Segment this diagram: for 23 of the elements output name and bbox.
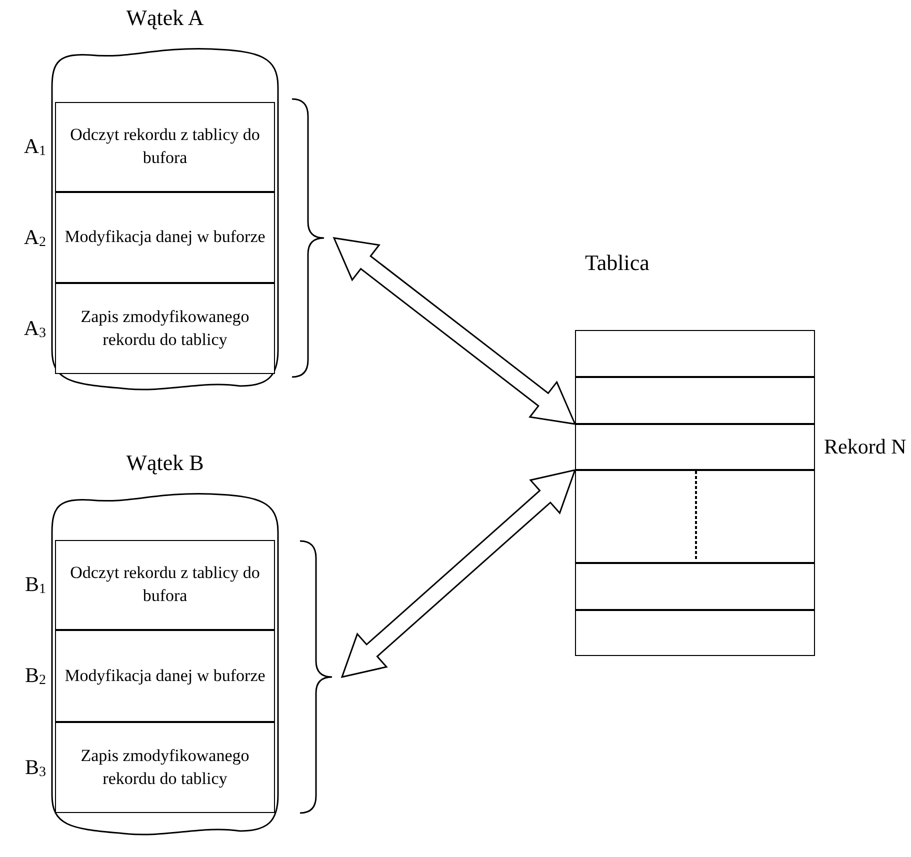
- step-label: A$_{3}$: [24, 316, 46, 342]
- step-label: B$_{2}$: [24, 663, 46, 689]
- step-label: A$_{2}$: [24, 224, 46, 250]
- step-text: Zapis zmodyfikowanego rekordu do tablicy: [80, 306, 250, 351]
- step-text: Modyfikacja danej w buforze: [64, 226, 266, 248]
- heading: Wątek A: [125, 5, 205, 31]
- step-text: Odczyt rekordu z tablicy do bufora: [69, 124, 261, 169]
- heading: Tablica: [585, 250, 650, 276]
- table-row: [575, 610, 815, 656]
- row-label: Rekord N: [824, 434, 906, 460]
- table-row: [575, 377, 815, 424]
- step-label: B$_{1}$: [24, 572, 46, 598]
- step-label: A$_{1}$: [24, 134, 46, 160]
- table-row: [575, 470, 815, 563]
- step-label: B$_{3}$: [24, 754, 46, 780]
- table-row: [575, 330, 815, 377]
- step-text: Modyfikacja danej w buforze: [64, 664, 266, 687]
- step-text: Zapis zmodyfikowanego rekordu do tablicy: [80, 744, 250, 790]
- table-row: [575, 563, 815, 610]
- double-arrow: [332, 237, 576, 425]
- double-arrow: [340, 468, 576, 678]
- step-text: Odczyt rekordu z tablicy do bufora: [69, 562, 261, 607]
- heading: Wątek B: [125, 450, 205, 476]
